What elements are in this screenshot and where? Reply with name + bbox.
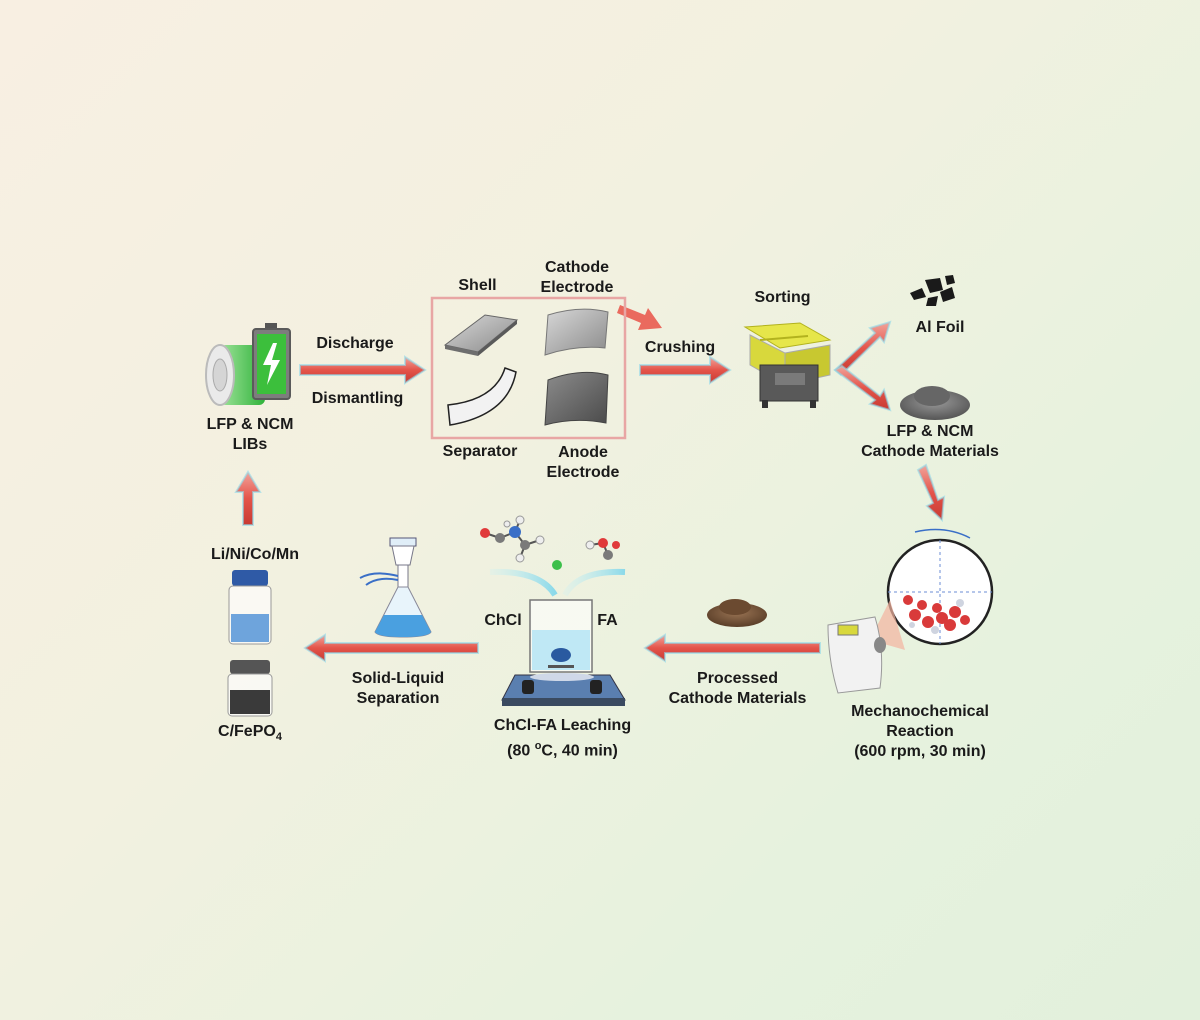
- label-crushing: Crushing: [644, 339, 716, 356]
- arrow-to-crushing: [617, 305, 662, 330]
- label-li-ni-co-mn: Li/Ni/Co/Mn: [211, 546, 299, 563]
- label-cathode-mat-line2: Cathode Materials: [861, 443, 999, 460]
- label-libs-line1: LFP & NCM: [206, 416, 294, 433]
- label-fepo4-main: C/FePO: [218, 723, 276, 740]
- vial-icon: [228, 570, 272, 645]
- label-leaching-line2: (80 oC, 40 min): [480, 736, 645, 761]
- arrow-up-libs: [234, 470, 262, 526]
- label-anode-electrode: Anode Electrode: [538, 443, 628, 483]
- arrow-to-cathode-powder: [833, 364, 892, 412]
- label-separator: Separator: [442, 443, 518, 460]
- label-leaching-degree: o: [534, 740, 542, 752]
- label-cathode-line1: Cathode: [545, 259, 609, 276]
- label-c-fepo4: C/FePO4: [200, 722, 300, 747]
- label-cathode-electrode: Cathode Electrode: [532, 258, 622, 298]
- arrow-to-mill: [916, 463, 946, 523]
- label-shell: Shell: [458, 277, 497, 294]
- label-anode-line1: Anode: [558, 444, 608, 461]
- label-leaching: ChCl-FA Leaching (80 oC, 40 min): [480, 716, 645, 761]
- label-discharge: Discharge: [316, 335, 394, 352]
- label-libs-line2: LIBs: [232, 436, 268, 453]
- al-foil-icon: [910, 275, 955, 306]
- arrow-to-al-foil: [833, 320, 892, 377]
- label-processed-cathode: Processed Cathode Materials: [655, 669, 820, 709]
- label-lfp-ncm-libs: LFP & NCM LIBs: [190, 415, 310, 455]
- ball-mill-icon: [827, 528, 994, 694]
- label-processed-line1: Processed: [697, 670, 778, 687]
- separator-icon: [447, 367, 517, 426]
- powder-icon: [900, 386, 970, 420]
- label-solid-liquid: Solid-Liquid Separation: [338, 669, 458, 709]
- label-mech-line1: Mechanochemical: [851, 703, 989, 720]
- label-dismantling: Dismantling: [311, 390, 404, 407]
- arrow-processed: [643, 633, 821, 663]
- beaker-stirrer-icon: [501, 599, 626, 706]
- chloride-ion-icon: [552, 560, 562, 570]
- label-lfp-ncm-cathode: LFP & NCM Cathode Materials: [850, 422, 1010, 462]
- arrow-solid-liquid: [303, 633, 479, 663]
- label-mech-line2: Reaction: [886, 723, 954, 740]
- cathode-electrode-icon: [544, 308, 609, 356]
- label-cathode-line2: Electrode: [540, 279, 614, 296]
- anode-electrode-icon: [544, 371, 609, 426]
- label-anode-line2: Electrode: [546, 464, 620, 481]
- label-chcl: ChCl: [484, 612, 522, 629]
- crusher-icon: [743, 322, 832, 408]
- label-solid-line2: Separation: [356, 690, 440, 707]
- label-solid-line1: Solid-Liquid: [351, 670, 445, 687]
- label-leaching-line1: ChCl-FA Leaching: [493, 717, 632, 734]
- processed-powder-icon: [707, 599, 767, 627]
- vial-dark-icon: [227, 660, 273, 717]
- label-fa: FA: [597, 612, 618, 629]
- label-sorting: Sorting: [754, 289, 811, 306]
- label-cathode-mat-line1: LFP & NCM: [886, 423, 974, 440]
- arrow-crushing: [639, 355, 732, 385]
- filter-flask-icon: [359, 537, 432, 638]
- label-mechanochemical: Mechanochemical Reaction (600 rpm, 30 mi…: [835, 702, 1005, 762]
- molecule-icon: [480, 515, 545, 563]
- label-mech-line3: (600 rpm, 30 min): [854, 743, 986, 760]
- components-box: [430, 296, 627, 440]
- label-fepo4-sub: 4: [275, 731, 282, 744]
- label-leaching-cond-a: (80: [507, 742, 535, 760]
- arrow-discharge: [299, 355, 427, 385]
- label-leaching-cond-b: C, 40 min): [541, 742, 618, 760]
- glow-arrows: [489, 568, 626, 597]
- battery-icon: [205, 323, 291, 406]
- formic-acid-icon: [585, 538, 620, 560]
- label-processed-line2: Cathode Materials: [668, 690, 807, 707]
- shell-icon: [443, 314, 519, 356]
- label-al-foil: Al Foil: [915, 319, 965, 336]
